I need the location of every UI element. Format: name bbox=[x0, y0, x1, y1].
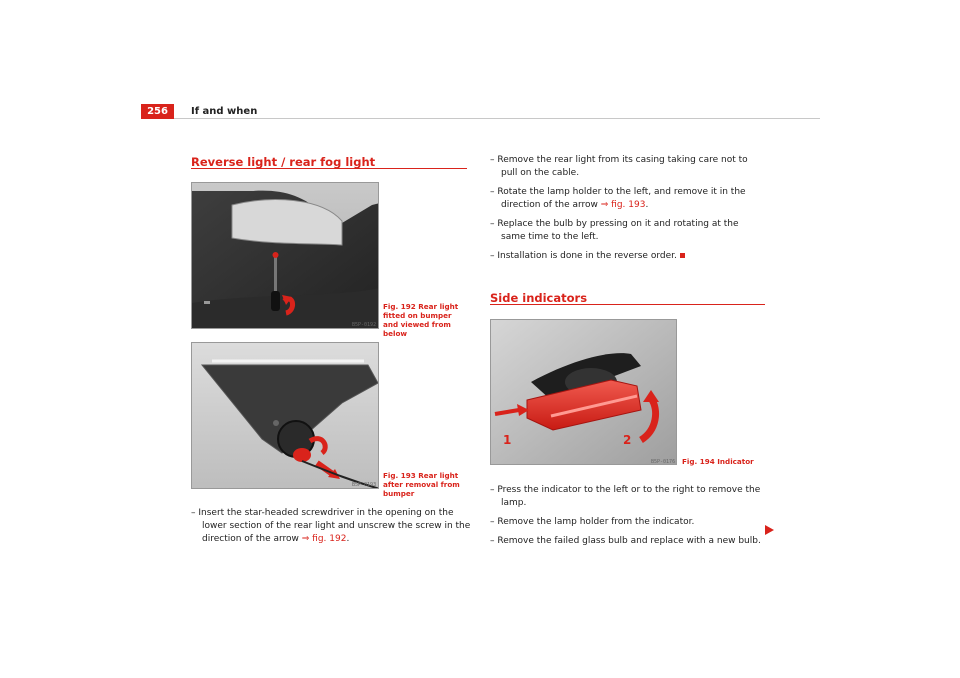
figure-193-id: B5P-0193 bbox=[352, 482, 376, 488]
step-text: – Rotate the lamp holder to the left, an… bbox=[490, 187, 746, 210]
step-text: – Insert the star-headed screwdriver in … bbox=[191, 508, 471, 544]
end-of-section-marker bbox=[679, 253, 685, 258]
step-tail: . bbox=[645, 200, 649, 210]
arrow-right-triangle-icon[interactable] bbox=[765, 520, 774, 539]
step-text: – Installation is done in the reverse or… bbox=[490, 251, 677, 261]
figure-ref-193[interactable]: ⇒ fig. 193 bbox=[600, 200, 646, 210]
figure-193-caption: Fig. 193 Rear light after removal from b… bbox=[383, 471, 460, 498]
figure-194-caption: Fig. 194 Indicator bbox=[682, 457, 754, 466]
instruction-step: – Remove the rear light from its casing … bbox=[490, 155, 748, 178]
section-title-reverse-light: Reverse light / rear fog light bbox=[191, 155, 376, 169]
figure-193-image: B5P-0193 bbox=[191, 342, 379, 489]
figure-194-image: 1 2 B5P-0176 bbox=[490, 319, 677, 465]
figure-192-caption: Fig. 192 Rear light fitted on bumper and… bbox=[383, 302, 459, 338]
instruction-list-right: – Remove the rear light from its casing … bbox=[490, 154, 765, 263]
instruction-step: – Installation is done in the reverse or… bbox=[490, 250, 765, 263]
instruction-step-left: – Insert the star-headed screwdriver in … bbox=[191, 507, 480, 546]
figure-194-label-1: 1 bbox=[503, 433, 511, 447]
instruction-step: – Replace the bulb by pressing on it and… bbox=[490, 219, 739, 242]
instruction-list-side-indicators: – Press the indicator to the left or to … bbox=[490, 484, 775, 548]
instruction-step: – Rotate the lamp holder to the left, an… bbox=[490, 186, 765, 212]
header-divider bbox=[174, 118, 820, 119]
page-number: 256 bbox=[141, 104, 174, 119]
section-divider bbox=[490, 304, 765, 305]
section-title-side-indicators: Side indicators bbox=[490, 291, 588, 305]
figure-194-label-2: 2 bbox=[623, 433, 631, 447]
chapter-title: If and when bbox=[191, 106, 258, 117]
figure-192-image: B5P-0192 bbox=[191, 182, 379, 329]
instruction-step: – Remove the failed glass bulb and repla… bbox=[490, 536, 761, 546]
section-divider bbox=[191, 168, 467, 169]
figure-192-id: B5P-0192 bbox=[352, 322, 376, 328]
figure-194-id: B5P-0176 bbox=[651, 459, 675, 465]
step-tail: . bbox=[346, 534, 350, 544]
instruction-step: – Press the indicator to the left or to … bbox=[490, 485, 761, 508]
instruction-step: – Remove the lamp holder from the indica… bbox=[490, 517, 695, 527]
figure-ref-192[interactable]: ⇒ fig. 192 bbox=[301, 534, 347, 544]
